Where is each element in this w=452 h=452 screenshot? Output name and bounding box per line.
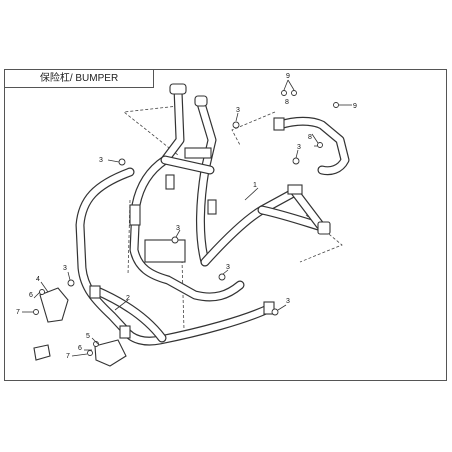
callout-2: 2 xyxy=(126,295,130,302)
callout-6: 6 xyxy=(29,292,33,299)
diagram-title: 保险杠/ BUMPER xyxy=(39,73,119,84)
callout-8: 8 xyxy=(308,134,312,141)
leader-lines xyxy=(22,79,352,357)
callout-4: 4 xyxy=(36,276,40,283)
part-2-bumper-tube xyxy=(75,167,275,346)
callout-3: 3 xyxy=(99,157,103,164)
callout-3: 3 xyxy=(176,225,180,232)
callout-7: 7 xyxy=(66,353,70,360)
callout-7: 7 xyxy=(16,309,20,316)
callout-3: 3 xyxy=(226,264,230,271)
callout-labels: 1 2 3 3 3 3 3 3 3 4 5 6 6 7 7 8 8 9 9 xyxy=(16,73,357,360)
part-8-side-bar xyxy=(273,116,350,176)
callout-3: 3 xyxy=(286,298,290,305)
small-bracket xyxy=(33,344,51,361)
callout-5: 5 xyxy=(86,333,90,340)
callout-9: 9 xyxy=(353,103,357,110)
callout-3: 3 xyxy=(63,265,67,272)
part-5-mount-plate xyxy=(94,339,127,367)
callout-3: 3 xyxy=(297,144,301,151)
part-1-main-frame xyxy=(129,83,331,302)
callout-1: 1 xyxy=(253,182,257,189)
callout-6: 6 xyxy=(78,345,82,352)
part-4-side-plate xyxy=(39,287,69,323)
callout-8: 8 xyxy=(285,99,289,106)
callout-9: 9 xyxy=(286,73,290,80)
title-box: 保险杠/ BUMPER xyxy=(4,69,154,88)
diagram-frame xyxy=(4,69,447,381)
callout-3: 3 xyxy=(236,107,240,114)
